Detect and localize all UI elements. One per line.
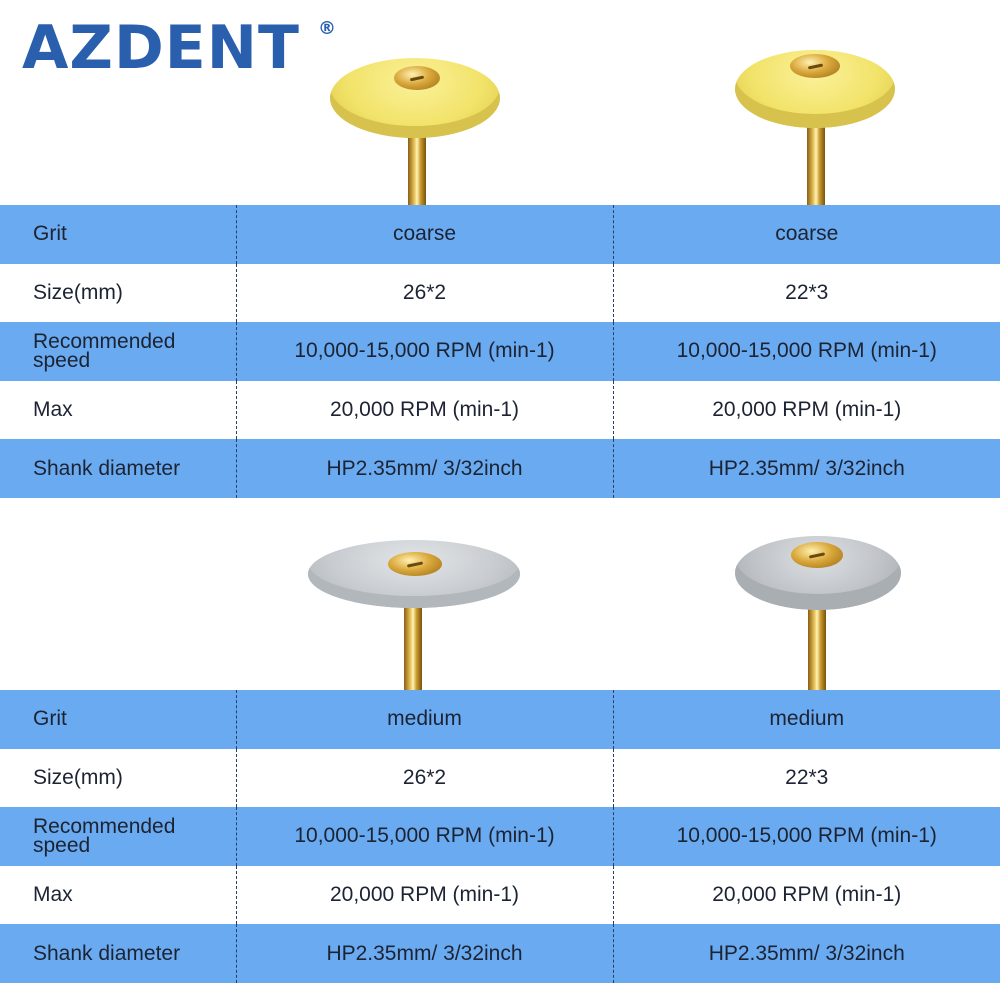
table-cell: coarse — [235, 205, 613, 264]
shank — [808, 591, 826, 692]
table-cell: 26*2 — [235, 263, 613, 323]
table-cell: 20,000 RPM (min-1) — [235, 380, 613, 440]
row-label: Recommended speed — [0, 322, 236, 381]
table-row-shank-diameter: Shank diameter HP2.35mm/ 3/32inch HP2.35… — [0, 439, 1000, 498]
table-cell: 10,000-15,000 RPM (min-1) — [612, 807, 1000, 866]
row-label-line1: Recommended — [33, 330, 176, 354]
shank — [807, 105, 825, 206]
table-cell: coarse — [612, 205, 1000, 264]
table-row-max: Max 20,000 RPM (min-1) 20,000 RPM (min-1… — [0, 380, 1000, 440]
table-cell: 26*2 — [235, 748, 613, 808]
table-cell: 10,000-15,000 RPM (min-1) — [612, 322, 1000, 381]
hub — [388, 552, 442, 576]
brand-name: AZDENT — [22, 13, 300, 83]
row-label: Size(mm) — [0, 263, 236, 323]
registered-mark: ® — [318, 18, 337, 39]
table-cell: 20,000 RPM (min-1) — [612, 865, 1000, 925]
hub — [790, 54, 840, 78]
table-cell: HP2.35mm/ 3/32inch — [612, 439, 1000, 498]
table-row-recommended-speed: Recommended speed 10,000-15,000 RPM (min… — [0, 807, 1000, 866]
row-label: Grit — [0, 205, 236, 264]
table-row-recommended-speed: Recommended speed 10,000-15,000 RPM (min… — [0, 322, 1000, 381]
row-label-line2: speed — [33, 349, 91, 373]
table-cell: 20,000 RPM (min-1) — [235, 865, 613, 925]
product-image-gray-22x3 — [735, 536, 905, 692]
shank — [404, 588, 422, 692]
table-cell: 22*3 — [612, 748, 1000, 808]
table-cell: HP2.35mm/ 3/32inch — [235, 439, 613, 498]
table-row-size: Size(mm) 26*2 22*3 — [0, 263, 1000, 323]
product-image-yellow-26x2 — [330, 50, 500, 206]
spec-table-medium: Grit medium medium Size(mm) 26*2 22*3 Re… — [0, 690, 1000, 983]
row-label: Grit — [0, 690, 236, 749]
table-row-grit: Grit medium medium — [0, 690, 1000, 749]
table-cell: medium — [612, 690, 1000, 749]
row-label: Max — [0, 380, 236, 440]
row-label: Shank diameter — [0, 439, 236, 498]
table-row-max: Max 20,000 RPM (min-1) 20,000 RPM (min-1… — [0, 865, 1000, 925]
row-label: Max — [0, 865, 236, 925]
product-image-yellow-22x3 — [735, 50, 905, 206]
brand-logo: AZDENT ® — [22, 18, 336, 78]
table-cell: 22*3 — [612, 263, 1000, 323]
row-label: Size(mm) — [0, 748, 236, 808]
spec-table-coarse: Grit coarse coarse Size(mm) 26*2 22*3 Re… — [0, 205, 1000, 498]
table-row-shank-diameter: Shank diameter HP2.35mm/ 3/32inch HP2.35… — [0, 924, 1000, 983]
table-row-size: Size(mm) 26*2 22*3 — [0, 748, 1000, 808]
table-row-grit: Grit coarse coarse — [0, 205, 1000, 264]
table-cell: HP2.35mm/ 3/32inch — [235, 924, 613, 983]
hub — [791, 542, 843, 568]
table-cell: 10,000-15,000 RPM (min-1) — [235, 807, 613, 866]
table-cell: medium — [235, 690, 613, 749]
hub — [394, 66, 440, 90]
row-label-line1: Recommended — [33, 815, 176, 839]
table-cell: HP2.35mm/ 3/32inch — [612, 924, 1000, 983]
table-cell: 10,000-15,000 RPM (min-1) — [235, 322, 613, 381]
row-label: Recommended speed — [0, 807, 236, 866]
product-image-gray-26x2 — [308, 540, 523, 692]
row-label-line2: speed — [33, 834, 91, 858]
row-label: Shank diameter — [0, 924, 236, 983]
table-cell: 20,000 RPM (min-1) — [612, 380, 1000, 440]
